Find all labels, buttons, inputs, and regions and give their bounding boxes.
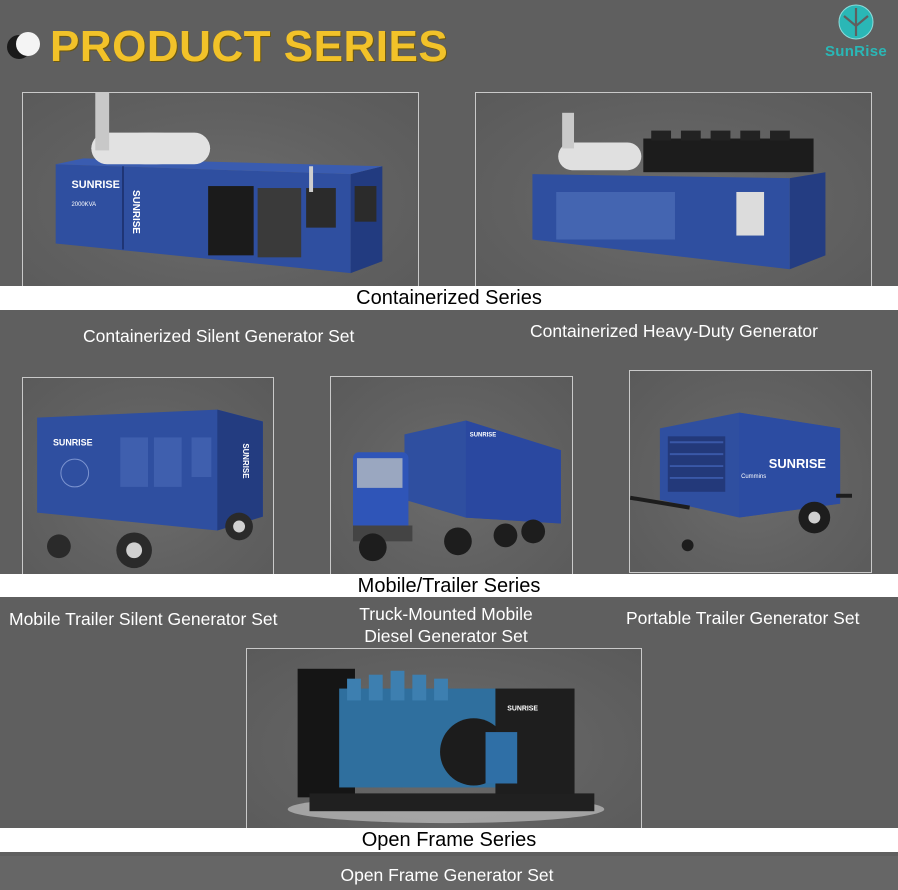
trailer-brand-text: SUNRISE: [53, 437, 93, 447]
open-frame-brand-text: SUNRISE: [507, 705, 538, 712]
caption-open-frame-set: Open Frame Generator Set: [340, 865, 554, 885]
series-band-containerized: Containerized Series: [0, 286, 898, 310]
heavy-container-illustration: [532, 112, 826, 270]
caption-mobile-trailer-silent: Mobile Trailer Silent Generator Set: [9, 609, 278, 629]
container-brand-text: SUNRISE: [72, 179, 120, 191]
product-image-open-frame: SUNRISE: [246, 648, 642, 830]
product-image-containerized-silent: SUNRISE SUNRISE 2000KVA: [22, 92, 419, 290]
series-label-open-frame: Open Frame Series: [361, 829, 537, 851]
product-image-containerized-heavy: [475, 92, 872, 290]
mobile-trailer-illustration: SUNRISE SUNRISE: [37, 409, 263, 569]
truck-brand-text: SUNRISE: [470, 432, 496, 438]
container-generator-illustration: SUNRISE SUNRISE 2000KVA: [55, 93, 383, 274]
caption-truck-mounted-line2: Diesel Generator Set: [364, 626, 528, 646]
caption-containerized-heavy: Containerized Heavy-Duty Generator: [530, 321, 818, 341]
brand-name: SunRise: [824, 43, 888, 60]
page-title: PRODUCT SERIES: [50, 22, 449, 71]
trailer-vertical-brand-text: SUNRISE: [241, 443, 250, 478]
product-image-portable-trailer: SUNRISE Cummins: [629, 370, 872, 573]
caption-truck-mounted: Truck-Mounted Mobile Diesel Generator Se…: [348, 603, 544, 647]
series-band-mobile: Mobile/Trailer Series: [0, 574, 898, 597]
logo-dots-icon: [7, 32, 40, 59]
portable-engine-text: Cummins: [741, 474, 766, 480]
container-rating-text: 2000KVA: [72, 202, 97, 208]
brand-logo: SunRise: [818, 2, 894, 66]
caption-portable-trailer: Portable Trailer Generator Set: [626, 608, 860, 628]
caption-truck-mounted-line1: Truck-Mounted Mobile: [359, 604, 533, 624]
bottom-caption-bar: [0, 856, 898, 890]
series-label-containerized: Containerized Series: [356, 287, 542, 309]
sunrise-globe-icon: [838, 4, 874, 40]
truck-generator-illustration: SUNRISE: [352, 420, 561, 562]
open-frame-generator-illustration: SUNRISE: [287, 668, 605, 824]
series-band-open-frame: Open Frame Series: [0, 828, 898, 852]
product-image-mobile-trailer-silent: SUNRISE SUNRISE: [22, 377, 274, 577]
portable-trailer-illustration: SUNRISE Cummins: [630, 412, 852, 552]
product-image-truck-mounted: SUNRISE: [330, 376, 573, 576]
portable-brand-text: SUNRISE: [769, 456, 827, 471]
container-vertical-brand-text: SUNRISE: [130, 190, 141, 234]
caption-containerized-silent: Containerized Silent Generator Set: [83, 326, 355, 346]
series-label-mobile: Mobile/Trailer Series: [357, 575, 541, 597]
